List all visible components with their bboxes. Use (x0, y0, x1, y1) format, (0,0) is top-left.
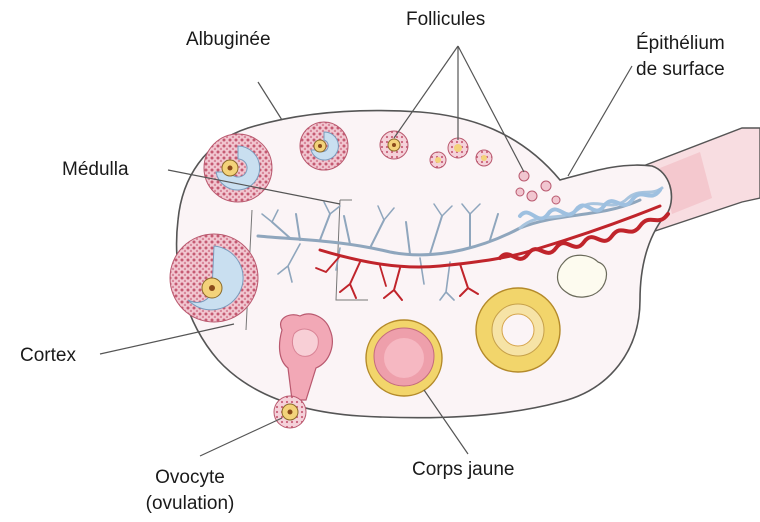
follicle-large-bottom (170, 234, 258, 322)
label-follicules: Follicules (406, 8, 485, 31)
leader-albuginee (258, 82, 282, 120)
leader-epithelium (568, 66, 632, 176)
follicle-small-1 (380, 131, 408, 159)
label-ovocyte-1: Ovocyte (128, 466, 252, 489)
label-epithelium-2: de surface (636, 58, 725, 81)
label-ovocyte-2: (ovulation) (128, 492, 252, 515)
label-corps-jaune: Corps jaune (412, 458, 514, 481)
follicle-medium (300, 122, 348, 170)
label-epithelium-1: Épithélium (636, 32, 725, 55)
corpus-luteum-center (366, 320, 442, 396)
label-cortex: Cortex (20, 344, 76, 367)
corpus-luteum-right (476, 288, 560, 372)
label-medulla: Médulla (62, 158, 129, 181)
leader-ovocyte (200, 418, 282, 456)
follicle-large-top (204, 134, 272, 202)
label-albuginee: Albuginée (186, 28, 271, 51)
